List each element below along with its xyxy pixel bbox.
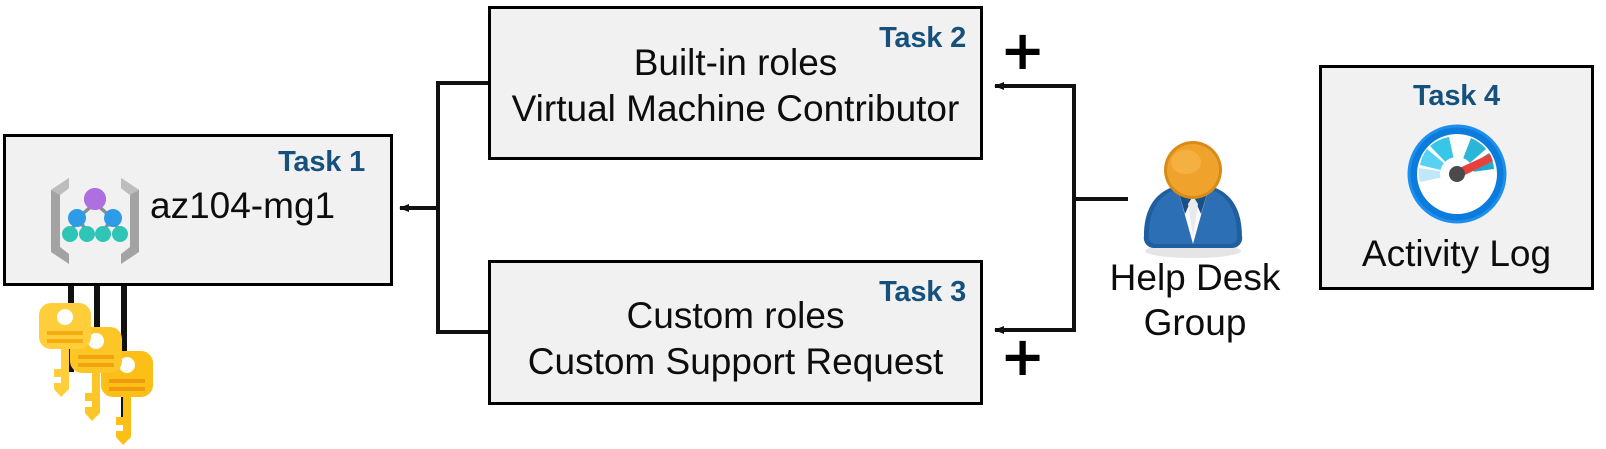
plus-icon-bottom: +: [1000, 325, 1046, 388]
task-3-line-1: Custom roles: [626, 295, 845, 336]
activity-log-gauge-icon: [1393, 124, 1521, 224]
task-2-label: Task 2: [879, 22, 966, 54]
task-4-text: Activity Log: [1361, 233, 1552, 274]
keys-icon: [33, 303, 173, 449]
task-1-label: Task 1: [278, 146, 365, 178]
task-4-label: Task 4: [1413, 80, 1500, 112]
plus-icon-top: +: [1000, 19, 1046, 82]
person-caption: Help Desk Group: [1075, 255, 1315, 345]
task-3-label: Task 3: [879, 276, 966, 308]
task-2-line-1: Built-in roles: [633, 42, 838, 83]
task-2-box[interactable]: Task 2: [488, 6, 983, 160]
person-caption-line-2: Group: [1143, 302, 1247, 344]
task-3-box[interactable]: Task 3: [488, 260, 983, 405]
task-2-line-2: Virtual Machine Contributor: [511, 88, 960, 129]
person-caption-line-1: Help Desk: [1109, 257, 1281, 298]
management-group-icon: [45, 172, 145, 270]
task-4-box[interactable]: Task 4: [1319, 65, 1594, 290]
task-1-text: az104-mg1: [150, 185, 336, 226]
person-icon: [1128, 140, 1258, 260]
task-3-line-2: Custom Support Request: [527, 341, 944, 382]
wire-roles-to-mg: [399, 81, 488, 334]
